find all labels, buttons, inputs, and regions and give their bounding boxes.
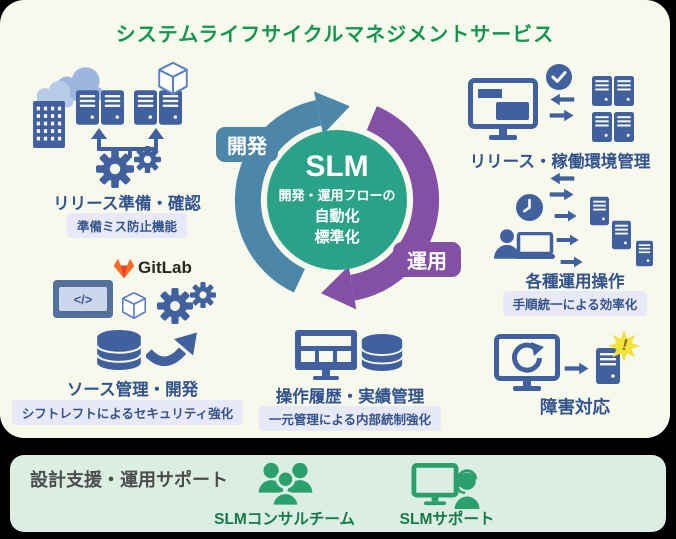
server-icon bbox=[101, 90, 124, 125]
database-icon bbox=[95, 330, 143, 370]
release-prep-label: リリース準備・確認 bbox=[53, 195, 201, 213]
slm-sub1: 開発・運用フローの bbox=[278, 188, 396, 204]
arrow-right-icon bbox=[558, 256, 586, 268]
gear-icon bbox=[134, 146, 161, 173]
server-icon bbox=[134, 90, 157, 125]
gear-icon bbox=[157, 288, 193, 324]
gear-icon bbox=[96, 150, 134, 188]
arrow-right-icon bbox=[545, 109, 579, 122]
history-label: 操作履歴・実績管理 bbox=[275, 388, 425, 406]
database-icon bbox=[360, 334, 404, 371]
ops-badge: 運用 bbox=[393, 242, 461, 277]
operations-badge: 手順統一による効率化 bbox=[502, 291, 648, 316]
server-icon bbox=[590, 196, 609, 226]
arrow-right-icon bbox=[552, 210, 580, 222]
page-title: システムライフサイクルマネジメントサービス bbox=[115, 24, 555, 46]
code-window-icon: </> bbox=[53, 280, 113, 318]
incident-label: 障害対応 bbox=[540, 397, 610, 417]
laptop-icon bbox=[515, 232, 555, 259]
server-icon bbox=[159, 90, 182, 125]
arrow-right-icon bbox=[563, 362, 591, 375]
arrow-left-icon bbox=[545, 172, 579, 185]
arrow-left-icon bbox=[545, 93, 579, 106]
lifecycle-arrows-icon bbox=[234, 91, 440, 310]
operations-label: 各種運用操作 bbox=[525, 273, 625, 291]
release-env-label: リリース・稼働環境管理 bbox=[469, 153, 651, 171]
clock-icon bbox=[516, 194, 543, 221]
source-badge: シフトレフトによるセキュリティ強化 bbox=[11, 400, 244, 425]
gitlab-logo-icon bbox=[113, 258, 135, 279]
server-icon bbox=[614, 112, 634, 142]
deploy-arrows-icon bbox=[91, 128, 164, 158]
server-icon bbox=[592, 76, 612, 106]
slm-title: SLM bbox=[305, 150, 369, 184]
slm-core: SLM 開発・運用フローの 自動化 標準化 bbox=[267, 130, 407, 270]
history-badge: 一元管理による内部統制強化 bbox=[258, 406, 442, 431]
server-icon bbox=[592, 112, 612, 142]
cube-icon bbox=[158, 62, 188, 95]
slm-support-label: SLMサポート bbox=[399, 511, 495, 528]
check-circle-icon bbox=[546, 64, 572, 90]
server-icon bbox=[636, 240, 653, 267]
arrow-right-icon bbox=[545, 188, 579, 201]
arrow-right-icon bbox=[554, 234, 582, 246]
source-label: ソース管理・開発 bbox=[66, 381, 199, 399]
dashboard-monitor-icon bbox=[295, 330, 357, 380]
building-icon bbox=[33, 101, 65, 148]
server-icon bbox=[612, 220, 631, 250]
consult-team-label: SLMコンサルチーム bbox=[214, 511, 355, 528]
code-glyph: </> bbox=[73, 291, 93, 307]
slm-support-icon bbox=[410, 463, 482, 509]
support-panel bbox=[10, 455, 666, 532]
gitlab-logo-text: GitLab bbox=[138, 258, 192, 277]
server-icon bbox=[76, 90, 99, 125]
cube-icon bbox=[122, 292, 146, 319]
release-monitor-icon bbox=[468, 78, 538, 140]
curved-arrow-icon bbox=[146, 320, 200, 366]
slm-sub2: 自動化 bbox=[314, 207, 360, 225]
support-bar-title: 設計支援・運用サポート bbox=[30, 470, 228, 490]
slm-sub3: 標準化 bbox=[314, 228, 360, 246]
recovery-monitor-icon bbox=[494, 334, 560, 391]
release-prep-badge: 準備ミス防止機能 bbox=[66, 213, 187, 238]
dev-badge: 開発 bbox=[216, 127, 278, 162]
server-icon bbox=[614, 76, 634, 106]
consult-team-icon bbox=[258, 461, 313, 507]
